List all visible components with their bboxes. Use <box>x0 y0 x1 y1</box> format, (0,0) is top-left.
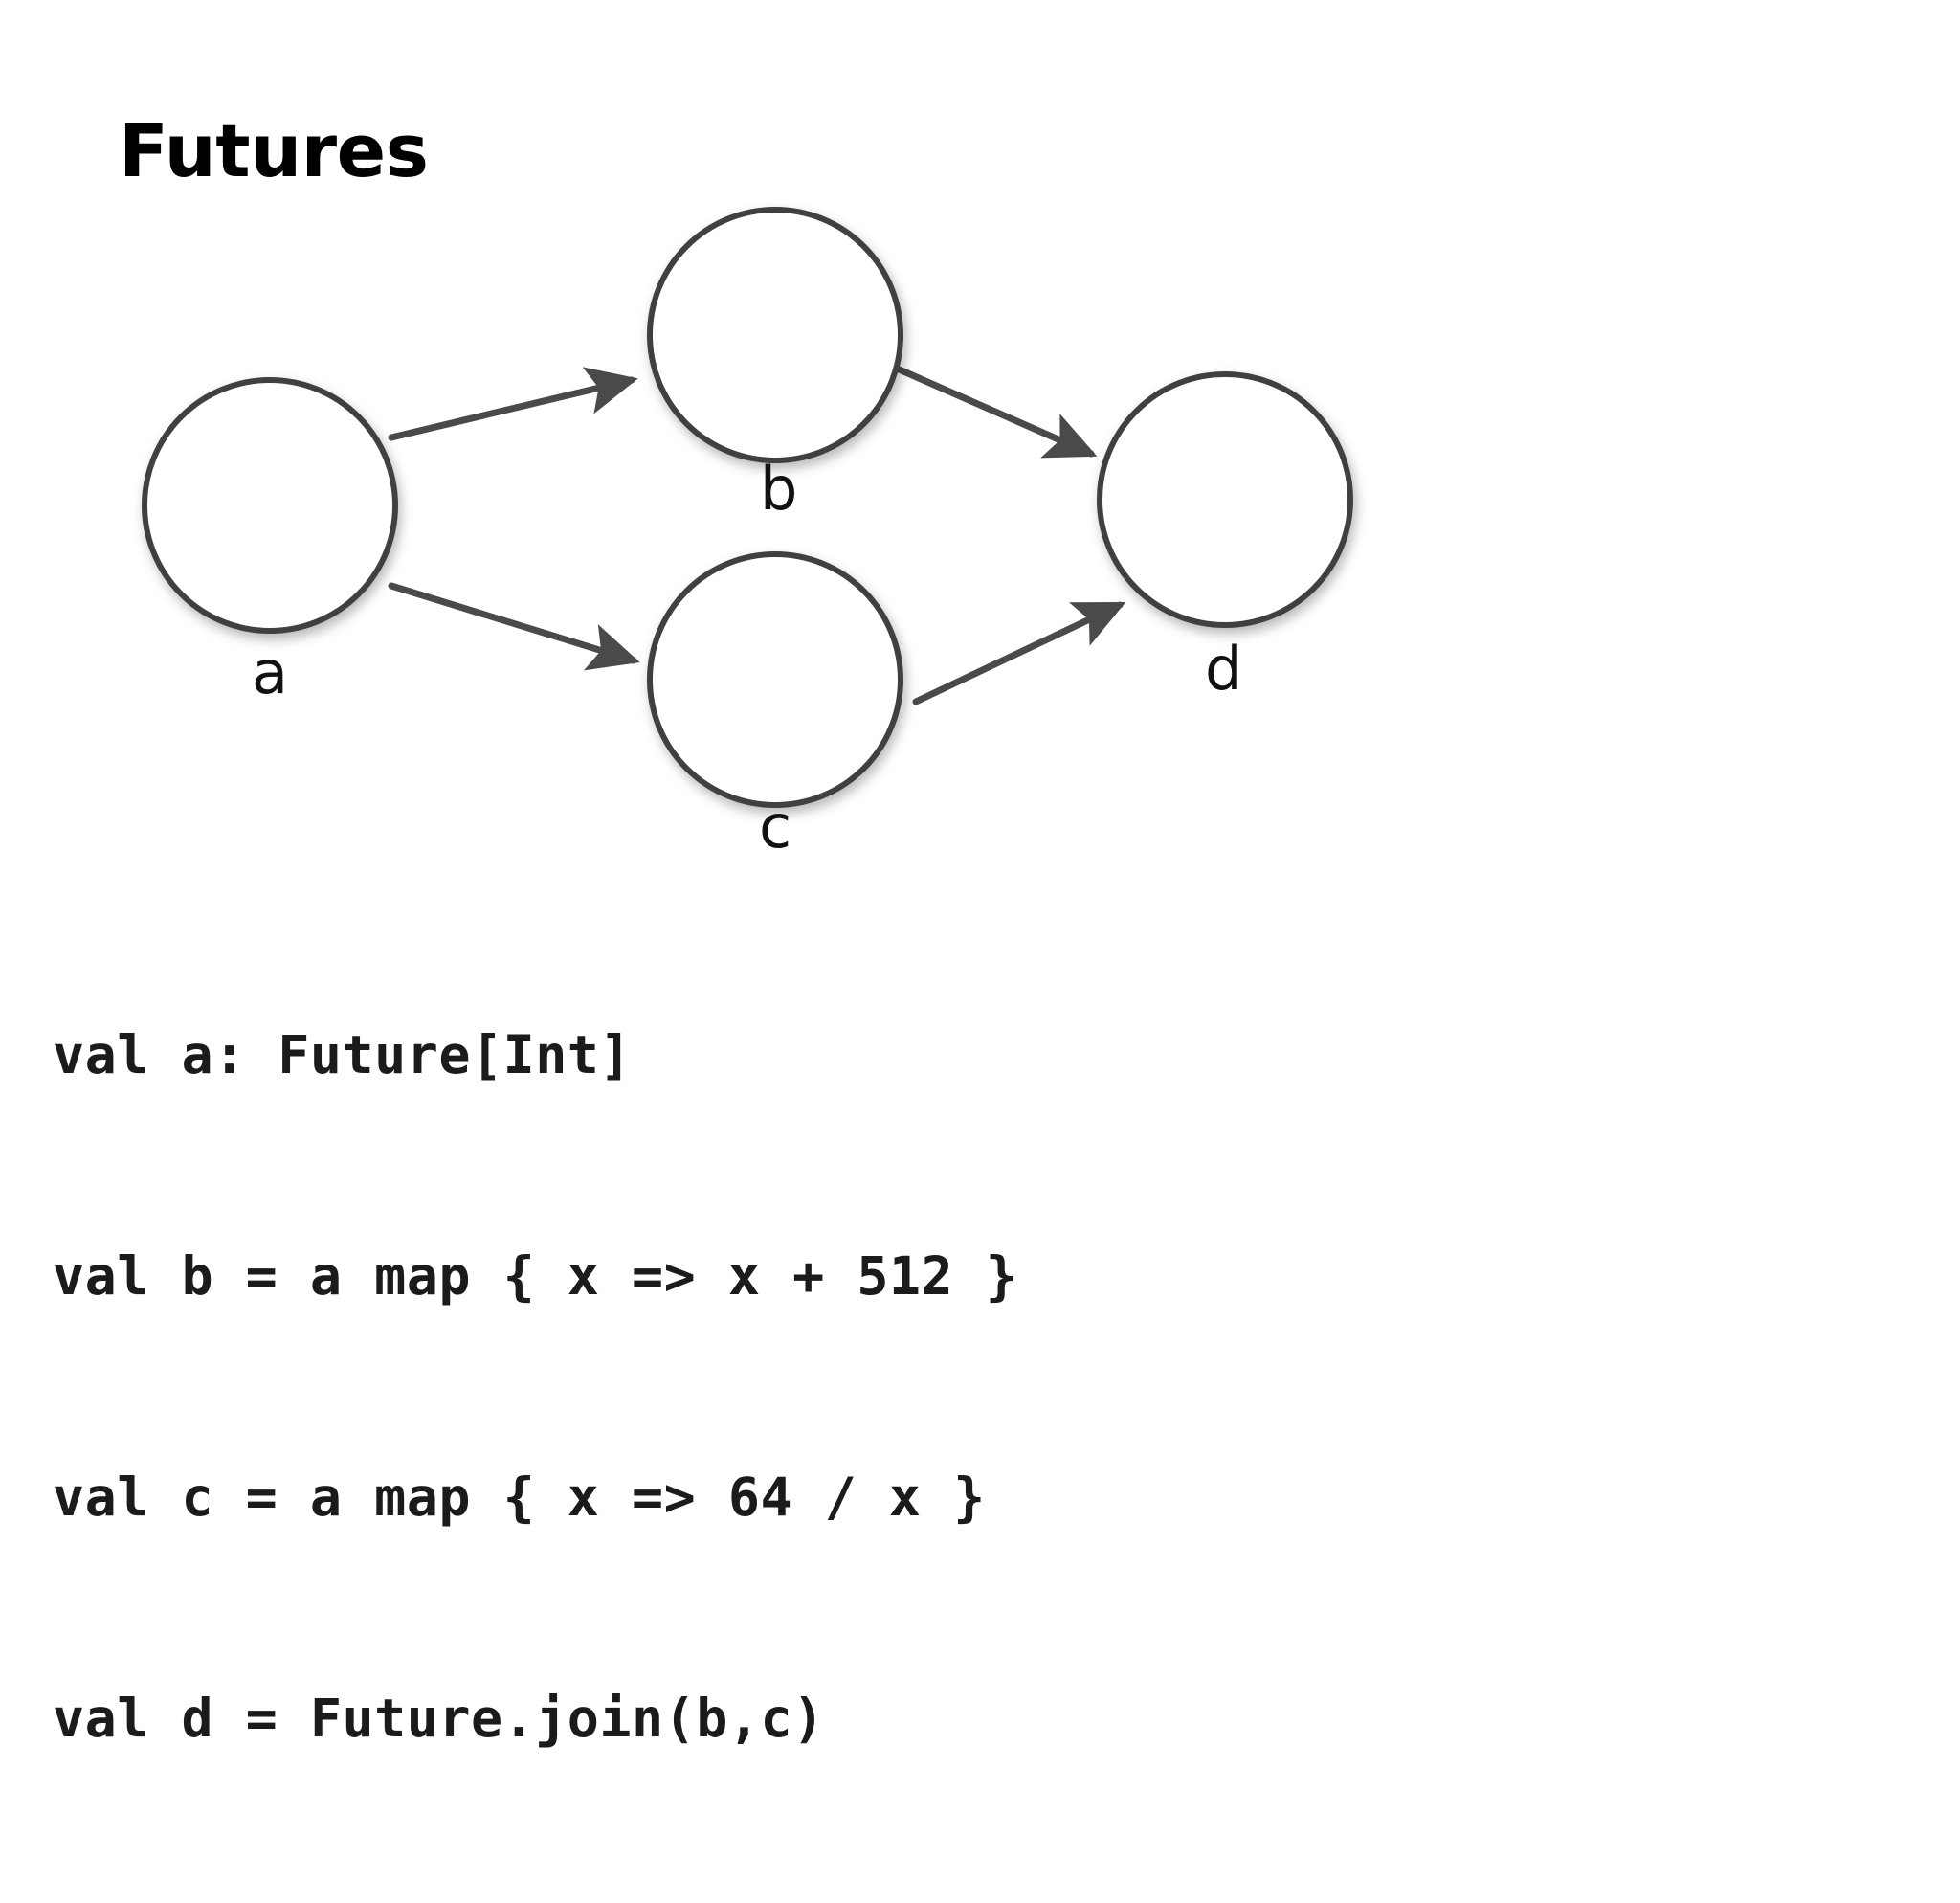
code-block: val a: Future[Int] val b = a map { x => … <box>53 871 1017 1903</box>
code-line-3: val c = a map { x => 64 / x } <box>53 1466 986 1528</box>
node-group <box>142 207 1353 808</box>
futures-dag-diagram: a b c d <box>0 0 1960 919</box>
node-label-c: c <box>759 792 792 862</box>
node-label-d: d <box>1205 634 1243 704</box>
edge-a-to-c <box>388 582 640 671</box>
edge-b-to-d <box>891 364 1098 459</box>
edge-group <box>388 364 1126 705</box>
node-d-circle[interactable] <box>1097 371 1353 628</box>
code-line-4: val d = Future.join(b,c) <box>53 1688 825 1749</box>
dag-svg <box>142 207 1353 808</box>
node-b-circle[interactable] <box>647 207 903 463</box>
node-label-a: a <box>252 638 288 707</box>
edge-a-to-b <box>388 367 638 441</box>
code-line-1: val a: Future[Int] <box>53 1024 633 1086</box>
code-line-2: val b = a map { x => x + 512 } <box>53 1245 1018 1307</box>
slide-canvas: Futures <box>0 0 1960 1749</box>
node-label-b: b <box>760 454 798 524</box>
edge-c-to-d <box>912 601 1126 705</box>
node-a-circle[interactable] <box>142 377 398 634</box>
node-c-circle[interactable] <box>647 551 903 808</box>
page-title: Futures <box>119 108 429 193</box>
